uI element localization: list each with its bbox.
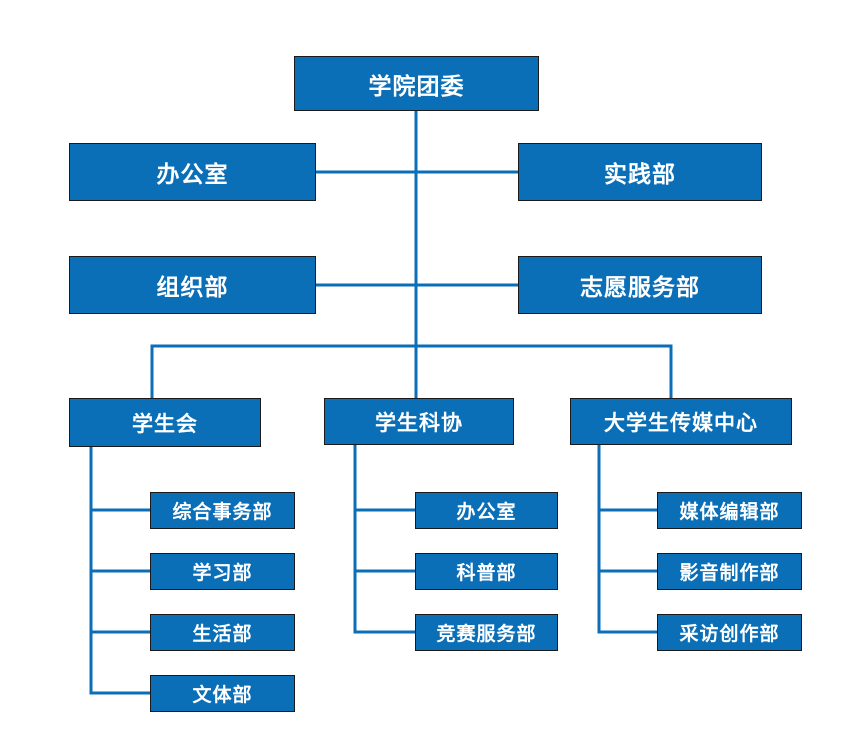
unit-organization: 组织部 (69, 256, 316, 314)
dept-media-editing: 媒体编辑部 (657, 492, 802, 529)
dept-general-affairs: 综合事务部 (150, 492, 295, 529)
branch-student-union: 学生会 (69, 398, 261, 447)
unit-volunteer: 志愿服务部 (518, 256, 762, 314)
dept-competition-service: 竞赛服务部 (415, 614, 558, 651)
unit-office: 办公室 (69, 143, 316, 201)
dept-life: 生活部 (150, 614, 295, 651)
dept-popular-science: 科普部 (415, 553, 558, 590)
dept-interview-creation: 采访创作部 (657, 614, 802, 651)
root-node: 学院团委 (294, 56, 539, 111)
branch-media-center: 大学生传媒中心 (570, 398, 792, 445)
dept-sci-office: 办公室 (415, 492, 558, 529)
dept-audio-video: 影音制作部 (657, 553, 802, 590)
branch-sci-assoc: 学生科协 (324, 398, 514, 445)
dept-study: 学习部 (150, 553, 295, 590)
dept-culture-sports: 文体部 (150, 675, 295, 712)
unit-practice: 实践部 (518, 143, 762, 201)
